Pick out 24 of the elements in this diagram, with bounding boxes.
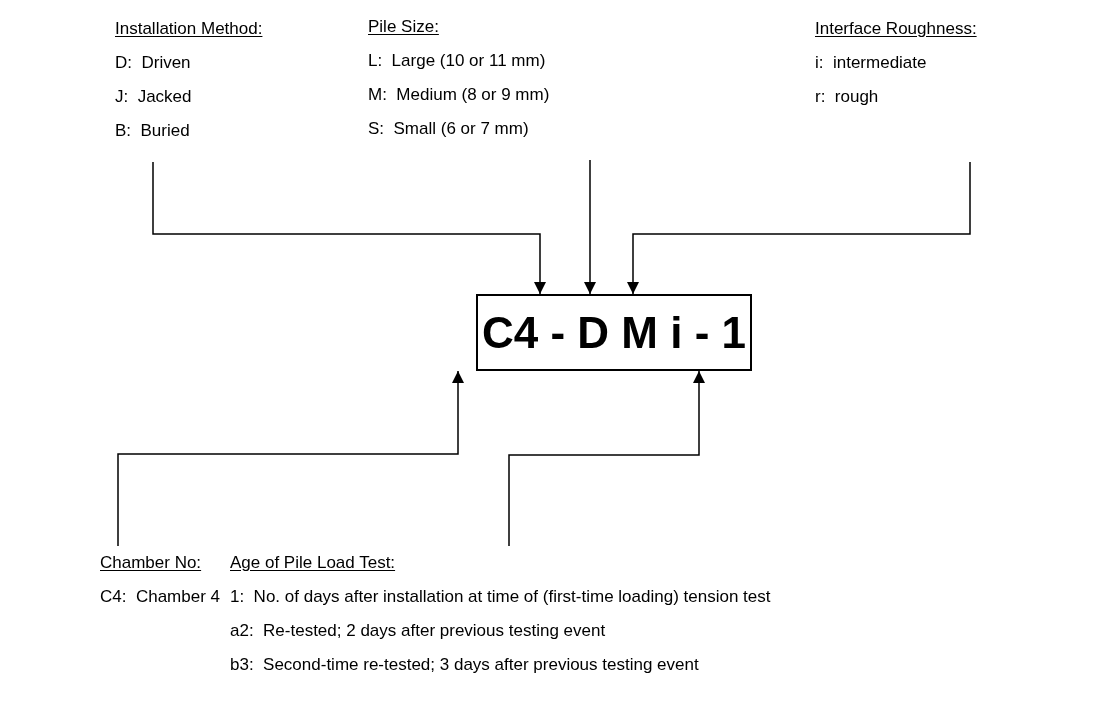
list-item: a2: Re-tested; 2 days after previous testing event [230, 620, 606, 642]
list-item: i: intermediate [815, 52, 927, 74]
list-item: S: Small (6 or 7 mm) [368, 118, 529, 140]
list-item: 1: No. of days after installation at time of (first-time loading) tension test [230, 586, 771, 608]
arrow [117, 370, 464, 547]
arrow [627, 161, 971, 295]
list-item: M: Medium (8 or 9 mm) [368, 84, 550, 106]
list-item: L: Large (10 or 11 mm) [368, 50, 546, 72]
list-item: C4: Chamber 4 [100, 586, 220, 608]
code-label: C4 - D M i - 1 [482, 310, 746, 355]
arrow [584, 159, 596, 295]
heading: Installation Method: [115, 18, 263, 40]
heading: Chamber No: [100, 552, 202, 574]
list-item: J: Jacked [115, 86, 192, 108]
heading: Pile Size: [368, 16, 439, 38]
arrow [152, 161, 546, 295]
heading: Interface Roughness: [815, 18, 977, 40]
list-item: r: rough [815, 86, 879, 108]
list-item: b3: Second-time re-tested; 3 days after previous testing event [230, 654, 699, 676]
code-box [476, 294, 752, 371]
list-item: B: Buried [115, 120, 190, 142]
arrow [508, 370, 705, 547]
heading: Age of Pile Load Test: [230, 552, 396, 574]
list-item: D: Driven [115, 52, 191, 74]
